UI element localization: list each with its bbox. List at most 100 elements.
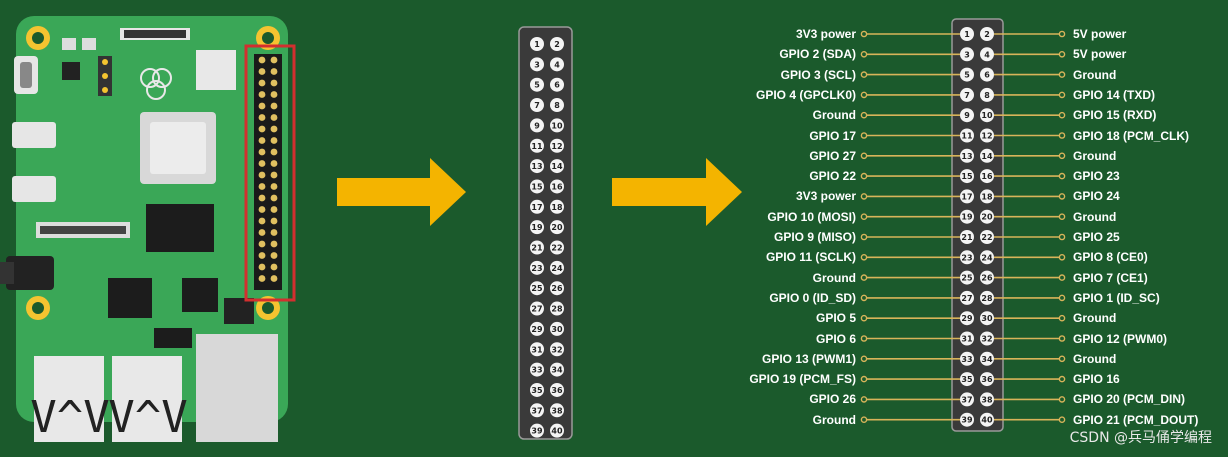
pin-label-right: GPIO 21 (PCM_DOUT) <box>1073 412 1199 427</box>
board-pin <box>270 252 278 259</box>
lead-end <box>1058 30 1066 38</box>
pin-number: 20 <box>551 223 563 232</box>
pin-number: 2 <box>984 30 990 39</box>
board-pin <box>258 171 266 179</box>
board-pin <box>270 183 278 190</box>
pin-label-right: Ground <box>1073 209 1117 224</box>
pin-number: 7 <box>534 101 540 110</box>
board-pin <box>258 206 266 213</box>
pin-13 <box>960 148 974 163</box>
pin-number: 24 <box>551 264 563 273</box>
pin-34 <box>980 351 994 366</box>
board-pin <box>270 160 278 167</box>
pin-39 <box>530 423 544 438</box>
pin-number: 3 <box>964 50 970 59</box>
pin-number: 30 <box>551 325 563 334</box>
pin-number: 11 <box>531 142 543 151</box>
pin-12 <box>550 138 564 153</box>
lead-end <box>860 396 868 403</box>
pin-number: 25 <box>961 274 973 283</box>
pin-label-left: 3V3 power <box>795 27 856 41</box>
pin-29 <box>960 311 974 326</box>
pin-label-left: GPIO 19 (PCM_FS) <box>749 372 856 387</box>
pin-label-right: GPIO 24 <box>1073 189 1120 204</box>
pin-22 <box>550 240 564 255</box>
pin-number: 5 <box>964 71 970 80</box>
board-pin <box>270 240 278 248</box>
pin-number: 31 <box>531 345 543 354</box>
pin-24 <box>980 250 994 265</box>
lead-end <box>860 172 868 180</box>
pin-number: 38 <box>981 395 993 404</box>
pin-number: 14 <box>551 162 563 171</box>
pin-23 <box>960 250 974 265</box>
lead-end <box>860 274 868 281</box>
pin-5 <box>960 67 974 82</box>
pin-35 <box>960 372 974 387</box>
pin-30 <box>980 311 994 326</box>
lead-end <box>1058 91 1066 99</box>
board-pin <box>270 102 278 110</box>
pin-19 <box>530 220 544 235</box>
lead-end <box>860 51 868 58</box>
pin-label-left: Ground <box>812 412 856 427</box>
pin-1 <box>960 27 974 41</box>
lead-end <box>1058 375 1066 383</box>
pin-number: 16 <box>981 172 993 181</box>
lead-end <box>1058 233 1066 241</box>
pin-8 <box>980 87 994 102</box>
pin-label-right: GPIO 8 (CE0) <box>1073 250 1148 265</box>
pin-label-left: GPIO 3 (SCL) <box>780 67 856 82</box>
pin-number: 36 <box>981 375 993 384</box>
lead-end <box>860 355 868 363</box>
lead-end <box>1058 213 1066 220</box>
lead-end <box>860 233 868 241</box>
lead-end <box>860 416 868 424</box>
board-pin <box>258 102 266 110</box>
pin-2 <box>550 37 564 51</box>
pin-number: 29 <box>531 325 543 334</box>
pin-label-right: Ground <box>1073 148 1117 163</box>
pin-number: 8 <box>984 91 990 100</box>
pin-label-right: GPIO 20 (PCM_DIN) <box>1073 392 1186 407</box>
svg-text:V^V: V^V <box>30 392 109 443</box>
pin-6 <box>550 77 564 92</box>
board-pin <box>270 125 278 133</box>
pin-4 <box>550 57 564 72</box>
pin-number: 21 <box>531 244 543 253</box>
pin-33 <box>960 351 974 366</box>
pin-7 <box>960 87 974 102</box>
pin-number: 1 <box>534 40 540 49</box>
pin-21 <box>960 230 974 244</box>
pin-3 <box>960 47 974 62</box>
pin-label-right: Ground <box>1073 351 1117 366</box>
pin-number: 17 <box>961 192 972 201</box>
lead-end <box>860 71 868 78</box>
pin-label-right: GPIO 7 (CE1) <box>1073 270 1148 285</box>
pin-number: 12 <box>551 142 562 151</box>
pin-number: 3 <box>534 60 540 69</box>
pin-number: 34 <box>981 355 993 364</box>
lead-end <box>860 213 868 220</box>
board-pin <box>270 229 278 236</box>
pin-number: 13 <box>961 152 972 161</box>
pin-24 <box>550 260 564 275</box>
pin-26 <box>550 281 564 296</box>
pin-label-left: Ground <box>812 108 856 123</box>
pin-label-left: GPIO 5 <box>815 311 856 326</box>
lead-end <box>1058 111 1066 119</box>
pin-number: 23 <box>961 253 972 262</box>
pin-number: 5 <box>534 81 540 90</box>
pin-29 <box>530 321 544 336</box>
pin-19 <box>960 209 974 224</box>
pin-7 <box>530 98 544 113</box>
lead-end <box>860 375 868 383</box>
gpio-highlight-box <box>244 44 296 302</box>
board-pin <box>258 194 266 202</box>
pin-number: 18 <box>981 192 993 201</box>
pin-1 <box>530 37 544 51</box>
pin-number: 27 <box>531 305 542 314</box>
pin-2 <box>980 27 994 41</box>
pin-label-right: GPIO 15 (RXD) <box>1073 108 1157 123</box>
